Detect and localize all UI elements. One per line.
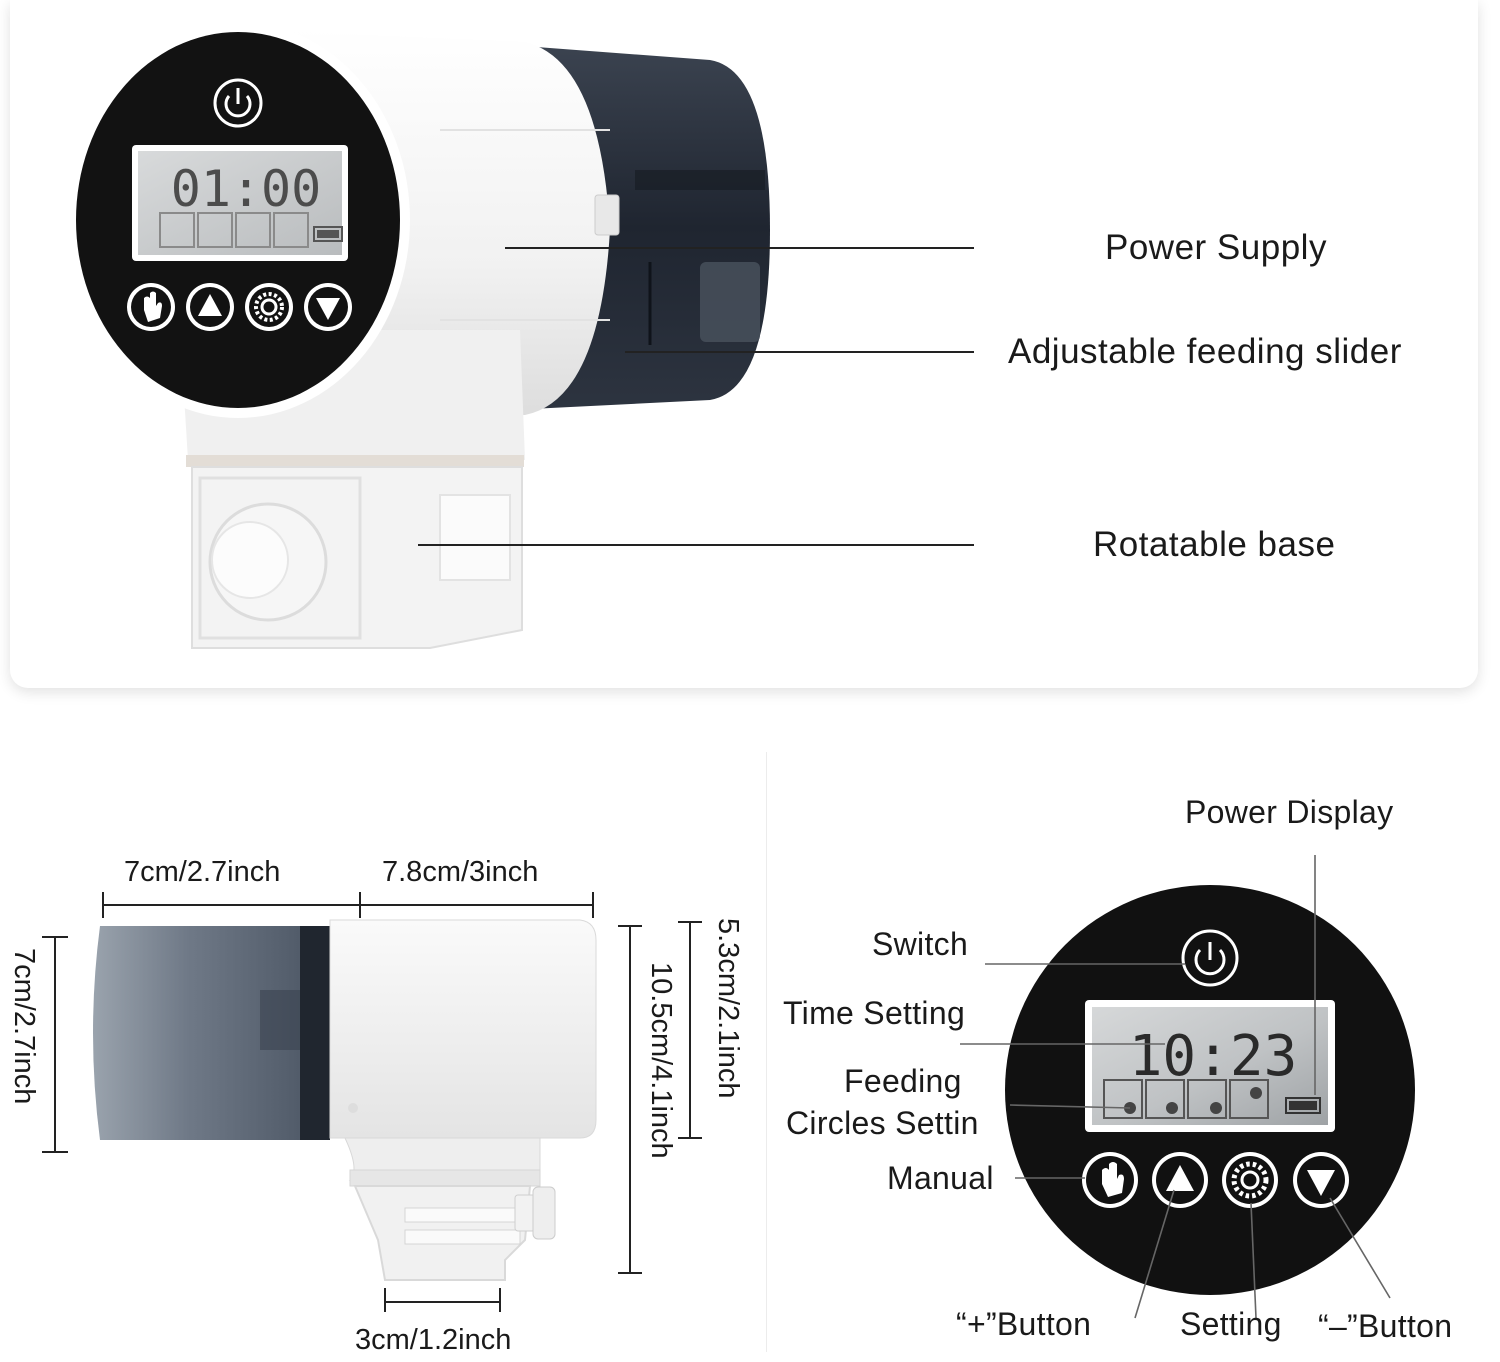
feeding-slider-label: Adjustable feeding slider: [1008, 332, 1402, 371]
hand-icon[interactable]: [1082, 1152, 1138, 1208]
lcd-time: 01:00: [171, 160, 322, 218]
rotatable-base-label: Rotatable base: [1093, 525, 1336, 564]
switch-label: Switch: [872, 926, 969, 962]
body-side-view: [329, 919, 597, 1139]
power-display-label: Power Display: [1185, 794, 1394, 830]
battery-icon: [313, 226, 343, 242]
lcd-time-large: 10:23: [1129, 1024, 1298, 1089]
rotatable-base-leader: [418, 544, 974, 546]
up-arrow-icon[interactable]: [1152, 1152, 1208, 1208]
down-arrow-icon[interactable]: [1293, 1152, 1349, 1208]
section-divider: [766, 752, 767, 1352]
setting-label: Setting: [1180, 1306, 1282, 1342]
dimension-top-left: 7cm/2.7inch: [124, 856, 281, 888]
product-overview-panel: 01:00: [10, 0, 1478, 688]
control-panel-diagram: 10:23: [770, 750, 1500, 1362]
feeding-label-line2: Circles Settin: [786, 1105, 979, 1141]
manual-label: Manual: [887, 1160, 994, 1196]
plus-button-label: “+”Button: [956, 1306, 1092, 1342]
dimension-diagram: 7cm/2.7inch 7.8cm/3inch 7cm/2.7inch 10.5…: [0, 740, 760, 1362]
dimension-right-total: 10.5cm/4.1inch: [645, 962, 677, 1159]
power-supply-leader: [505, 247, 974, 249]
power-supply-label: Power Supply: [1105, 228, 1327, 267]
time-setting-label: Time Setting: [783, 995, 966, 1031]
feeding-slider-leader: [625, 351, 974, 353]
power-icon[interactable]: [213, 78, 263, 128]
battery-icon: [1285, 1097, 1321, 1114]
hopper-side-view: [93, 926, 330, 1140]
gear-icon[interactable]: [1222, 1152, 1278, 1208]
gear-icon[interactable]: [245, 283, 293, 331]
power-icon[interactable]: [1181, 929, 1239, 987]
control-panel-illustration: 10:23: [960, 855, 1415, 1319]
hand-icon[interactable]: [127, 283, 175, 331]
dimension-right-upper: 5.3cm/2.1inch: [712, 918, 744, 1099]
dimension-bottom-clamp: 3cm/1.2inch: [355, 1324, 512, 1356]
down-arrow-icon[interactable]: [304, 283, 352, 331]
up-arrow-icon[interactable]: [186, 283, 234, 331]
feeding-label-line1: Feeding: [844, 1063, 962, 1099]
dimension-illustration: [42, 892, 702, 1312]
dimension-top-right: 7.8cm/3inch: [382, 856, 539, 888]
feeding-slider: [700, 262, 760, 342]
dimension-left-height: 7cm/2.7inch: [8, 948, 40, 1105]
feeder-illustration: 01:00: [66, 22, 770, 649]
minus-button-label: “–”Button: [1318, 1308, 1453, 1344]
